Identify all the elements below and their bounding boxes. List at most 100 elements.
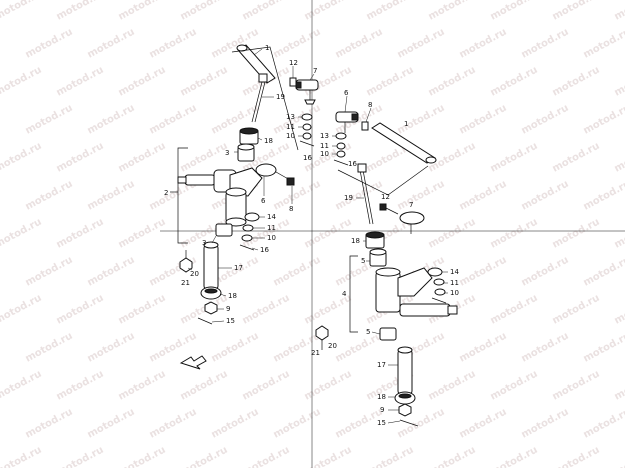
callout-8: 8 [289,205,293,213]
callout-3: 3 [225,149,229,157]
watermark-text: motod.ru [210,331,261,365]
watermark-text: motod.ru [489,445,540,468]
watermark-text: motod.ru [613,369,625,403]
knuckle-right [375,267,458,317]
right-assembly [315,111,458,427]
watermark-text: motod.ru [613,445,625,468]
callout-5: 5 [366,328,370,336]
callout-15: 15 [377,419,386,427]
watermark-text: motod.ru [334,179,385,213]
watermark-text: motod.ru [427,445,478,468]
watermark-text: motod.ru [489,65,540,99]
watermark-text: motod.ru [520,103,571,137]
watermark-text: motod.ru [55,0,106,23]
watermark-text: motod.ru [117,445,168,468]
callout-11: 11 [267,224,276,232]
tie-rod-end-right [335,111,359,133]
callout-14: 14 [267,213,276,221]
watermark-text: motod.ru [241,293,292,327]
watermark-text: motod.ru [117,293,168,327]
callout-18: 18 [377,393,386,401]
watermark-text: motod.ru [365,0,416,23]
callout-20: 20 [328,342,337,350]
watermark-text: motod.ru [272,407,323,441]
callout-10: 10 [267,234,276,242]
watermark-text: motod.ru [86,103,137,137]
watermark-text: motod.ru [272,179,323,213]
watermark-text: motod.ru [55,293,106,327]
callout-12: 12 [289,59,298,67]
watermark-text: motod.ru [613,65,625,99]
callout-2: 2 [164,189,168,197]
watermark-text: motod.ru [24,407,75,441]
watermark-text: motod.ru [210,407,261,441]
watermark-text: motod.ru [365,65,416,99]
callout-18: 18 [264,137,273,145]
watermark-text: motod.ru [86,255,137,289]
callout-3: 3 [202,239,206,247]
bolt-right [357,163,374,225]
watermark-text: motod.ru [489,369,540,403]
watermark-text: motod.ru [0,445,44,468]
watermark-text: motod.ru [86,27,137,61]
watermark-text: motod.ru [489,217,540,251]
watermark-text: motod.ru [582,179,625,213]
callout-9: 9 [380,406,384,414]
watermark-text: motod.ru [117,217,168,251]
callout-17: 17 [234,264,243,272]
watermark-text: motod.ru [427,369,478,403]
watermark-text: motod.ru [24,103,75,137]
watermark-text: motod.ru [334,27,385,61]
tie-rod-end-right-lower [379,203,425,234]
knuckle-left [177,167,263,227]
watermark-text: motod.ru [117,0,168,23]
callout-11: 11 [320,142,329,150]
callout-16: 16 [303,154,312,162]
callout-10: 10 [320,150,329,158]
callout-16: 16 [260,246,269,254]
callout-21: 21 [181,279,190,287]
watermark-text: motod.ru [0,217,44,251]
watermark-text: motod.ru [148,103,199,137]
watermark-text: motod.ru [582,407,625,441]
watermark-text: motod.ru [551,0,602,23]
watermark-text: motod.ru [86,179,137,213]
watermark-text: motod.ru [520,179,571,213]
watermark-text: motod.ru [0,141,44,175]
watermark-text: motod.ru [117,65,168,99]
watermark-text: motod.ru [613,217,625,251]
watermark-text: motod.ru [427,0,478,23]
callout-leaders [187,48,448,424]
watermark-text: motod.ru [551,65,602,99]
watermark-text: motod.ru [86,331,137,365]
callout-labels: 1 12 7 19 13 11 10 16 18 3 2 6 8 14 11 1… [164,44,459,427]
callout-20: 20 [190,270,199,278]
spacer-left-upper [237,143,255,162]
callout-19: 19 [344,194,353,202]
tie-rod-right [371,122,437,164]
bushing-right [365,231,385,249]
watermark-text: motod.ru [55,445,106,468]
watermark-text: motod.ru [179,445,230,468]
watermark-text: motod.ru [272,103,323,137]
watermark-text: motod.ru [86,407,137,441]
watermark-text: motod.ru [489,141,540,175]
watermark-text: motod.ru [489,0,540,23]
watermark-text: motod.ru [613,141,625,175]
watermark-text: motod.ru [55,141,106,175]
callout-7: 7 [313,67,317,75]
watermark-text: motod.ru [24,179,75,213]
watermark-text: motod.ru [489,293,540,327]
kingpin-left [203,241,219,290]
watermark-text: motod.ru [241,0,292,23]
callout-11: 11 [450,279,459,287]
callout-9: 9 [226,305,230,313]
watermark-text: motod.ru [303,217,354,251]
callout-13: 13 [286,113,295,121]
watermark-text: motod.ru [0,65,44,99]
watermark-text: motod.ru [458,179,509,213]
watermark-text: motod.ru [551,217,602,251]
watermark-text: motod.ru [179,369,230,403]
watermark-text: motod.ru [427,217,478,251]
watermark-text: motod.ru [241,369,292,403]
